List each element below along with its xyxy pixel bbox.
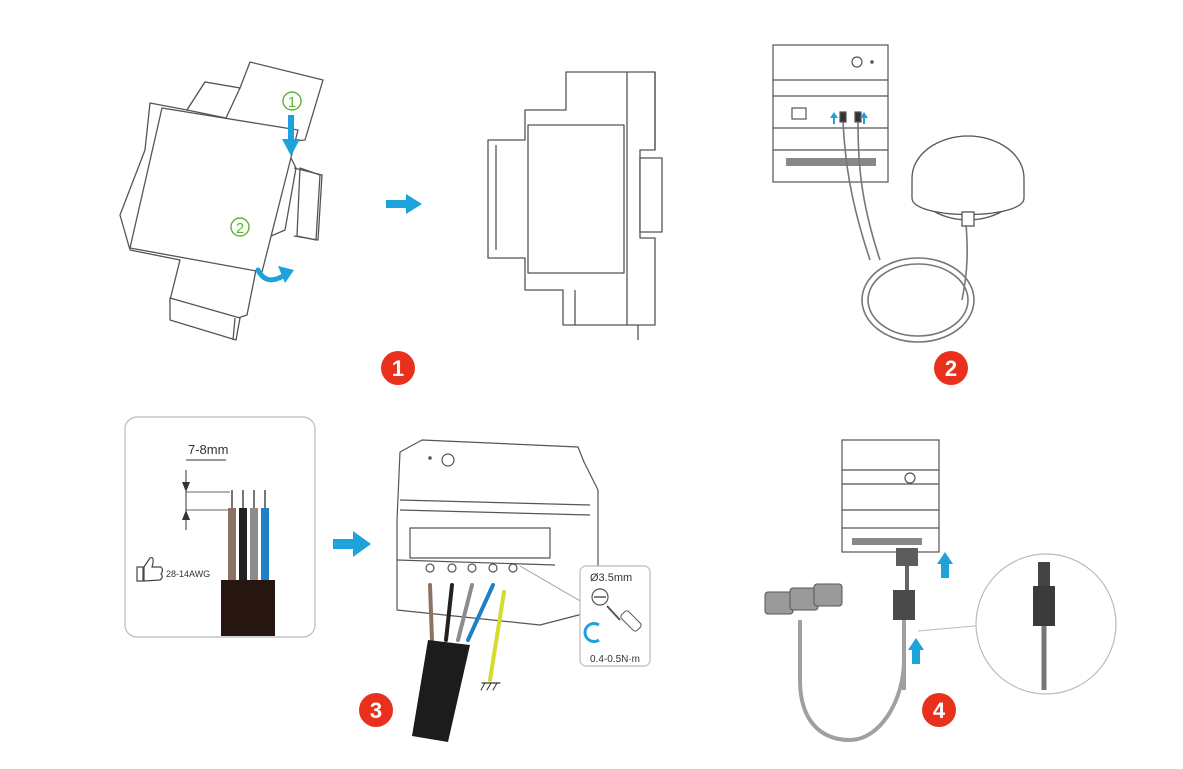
din-module-mounted	[487, 71, 663, 340]
screwdriver-size-label: Ø3.5mm	[590, 572, 632, 584]
step-1-number: 1	[392, 356, 404, 381]
ct-connector-cable	[798, 548, 918, 743]
step-4-number: 4	[933, 698, 946, 723]
next-arrow-icon	[386, 194, 422, 214]
next-arrow-icon-2	[333, 531, 371, 557]
step-2-badge: 2	[934, 351, 968, 385]
mount-mark-2: 2	[236, 220, 244, 237]
screwdriver-callout: Ø3.5mm 0.4-0.5N·m	[519, 565, 651, 667]
step-1-badge: 1	[381, 351, 415, 385]
connector-zoom-callout	[917, 553, 1117, 695]
step-3-badge: 3	[359, 693, 393, 727]
up-arrow-icon-b	[908, 638, 924, 664]
step-3-number: 3	[370, 698, 382, 723]
module-ct-port	[841, 439, 940, 553]
wire-conductors	[221, 490, 275, 636]
antenna-cable	[842, 121, 975, 343]
step-2-number: 2	[945, 356, 957, 381]
wires-into-terminals	[412, 583, 506, 742]
ct-clamp-icon	[764, 583, 843, 615]
up-arrow-icon-a	[937, 552, 953, 578]
mount-step-marks: 1 2	[230, 91, 302, 237]
round-sensor-icon	[911, 135, 1025, 227]
rotate-arrow-icon	[255, 266, 294, 283]
step-4-badge: 4	[922, 693, 956, 727]
module-with-antenna	[772, 44, 889, 183]
module-terminals	[396, 439, 599, 626]
terminal-row	[786, 158, 876, 166]
wire-gauge-label: 28-14AWG	[166, 569, 210, 579]
up-arrows-icon	[830, 112, 868, 124]
push-down-arrow-icon	[282, 115, 300, 156]
strip-length-label: 7-8mm	[188, 442, 228, 457]
screwdriver-icon	[606, 605, 642, 632]
mount-mark-1: 1	[288, 94, 296, 111]
wire-strip-panel: 7-8mm 28-14AWG	[124, 416, 316, 638]
torque-label: 0.4-0.5N·m	[590, 654, 640, 665]
thumbs-up-icon	[136, 556, 164, 582]
terminal-screws	[425, 563, 518, 573]
din-rail	[293, 167, 323, 241]
